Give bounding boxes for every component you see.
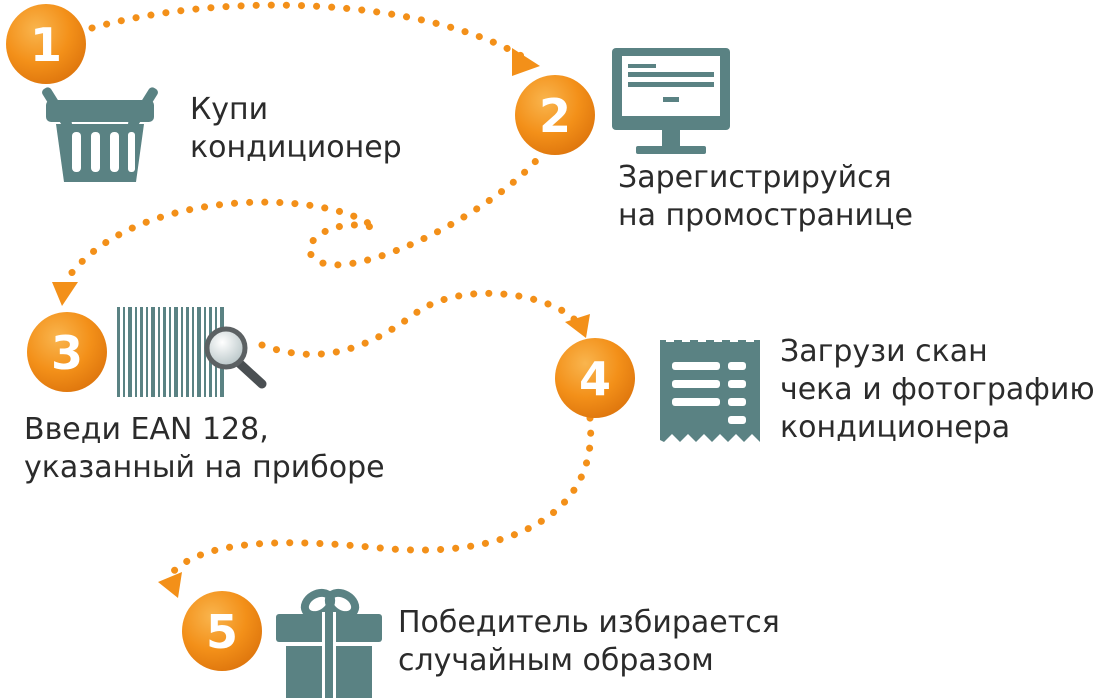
arrowhead-to-4 (565, 314, 590, 338)
step-badge-2: 2 (515, 75, 595, 155)
svg-text:4: 4 (579, 352, 611, 406)
arrowhead-to-3 (52, 282, 78, 306)
step-2-line-1: Зарегистрируйся (618, 160, 892, 195)
step-badge-5: 5 (182, 591, 262, 671)
svg-text:3: 3 (51, 326, 83, 380)
svg-text:2: 2 (539, 89, 571, 143)
step-4-label: Загрузи скан чека и фотографию кондицион… (780, 333, 1095, 447)
dotted-connectors (66, 1, 595, 579)
connector-arrowheads (52, 48, 590, 598)
svg-text:5: 5 (206, 605, 238, 659)
step-2-line-2: на промостранице (618, 198, 913, 233)
connector-1-2 (88, 1, 529, 62)
step-badge-3: 3 (27, 312, 107, 392)
step-3-line-2: указанный на приборе (24, 450, 385, 485)
step-4-line-2: чека и фотографию (780, 372, 1095, 407)
arrowhead-to-5 (158, 572, 182, 598)
basket-icon (42, 87, 158, 182)
step-5-line-2: случайным образом (398, 643, 714, 678)
svg-text:1: 1 (30, 18, 62, 72)
step-4-line-1: Загрузи скан (780, 334, 988, 369)
connector-3-4 (258, 289, 579, 358)
step-1-line-2: кондиционер (190, 130, 402, 165)
step-3-label: Введи EAN 128, указанный на приборе (24, 411, 385, 487)
arrowhead-to-2 (512, 48, 540, 76)
step-badge-1: 1 (6, 4, 86, 84)
receipt-icon (660, 332, 760, 442)
step-1-label: Купи кондиционер (190, 91, 402, 167)
step-badge-4: 4 (555, 338, 635, 418)
connector-4-5 (166, 414, 595, 579)
step-5-line-1: Победитель избирается (398, 605, 780, 640)
step-1-line-1: Купи (190, 92, 269, 127)
step-2-label: Зарегистрируйся на промостранице (618, 159, 913, 235)
step-5-label: Победитель избирается случайным образом (398, 604, 780, 680)
monitor-icon (612, 48, 730, 154)
step-4-line-3: кондиционера (780, 410, 1011, 445)
gift-icon (276, 588, 382, 698)
connector-2-3 (66, 146, 549, 279)
barcode-search-icon (117, 307, 267, 397)
step-3-line-1: Введи EAN 128, (24, 412, 269, 447)
